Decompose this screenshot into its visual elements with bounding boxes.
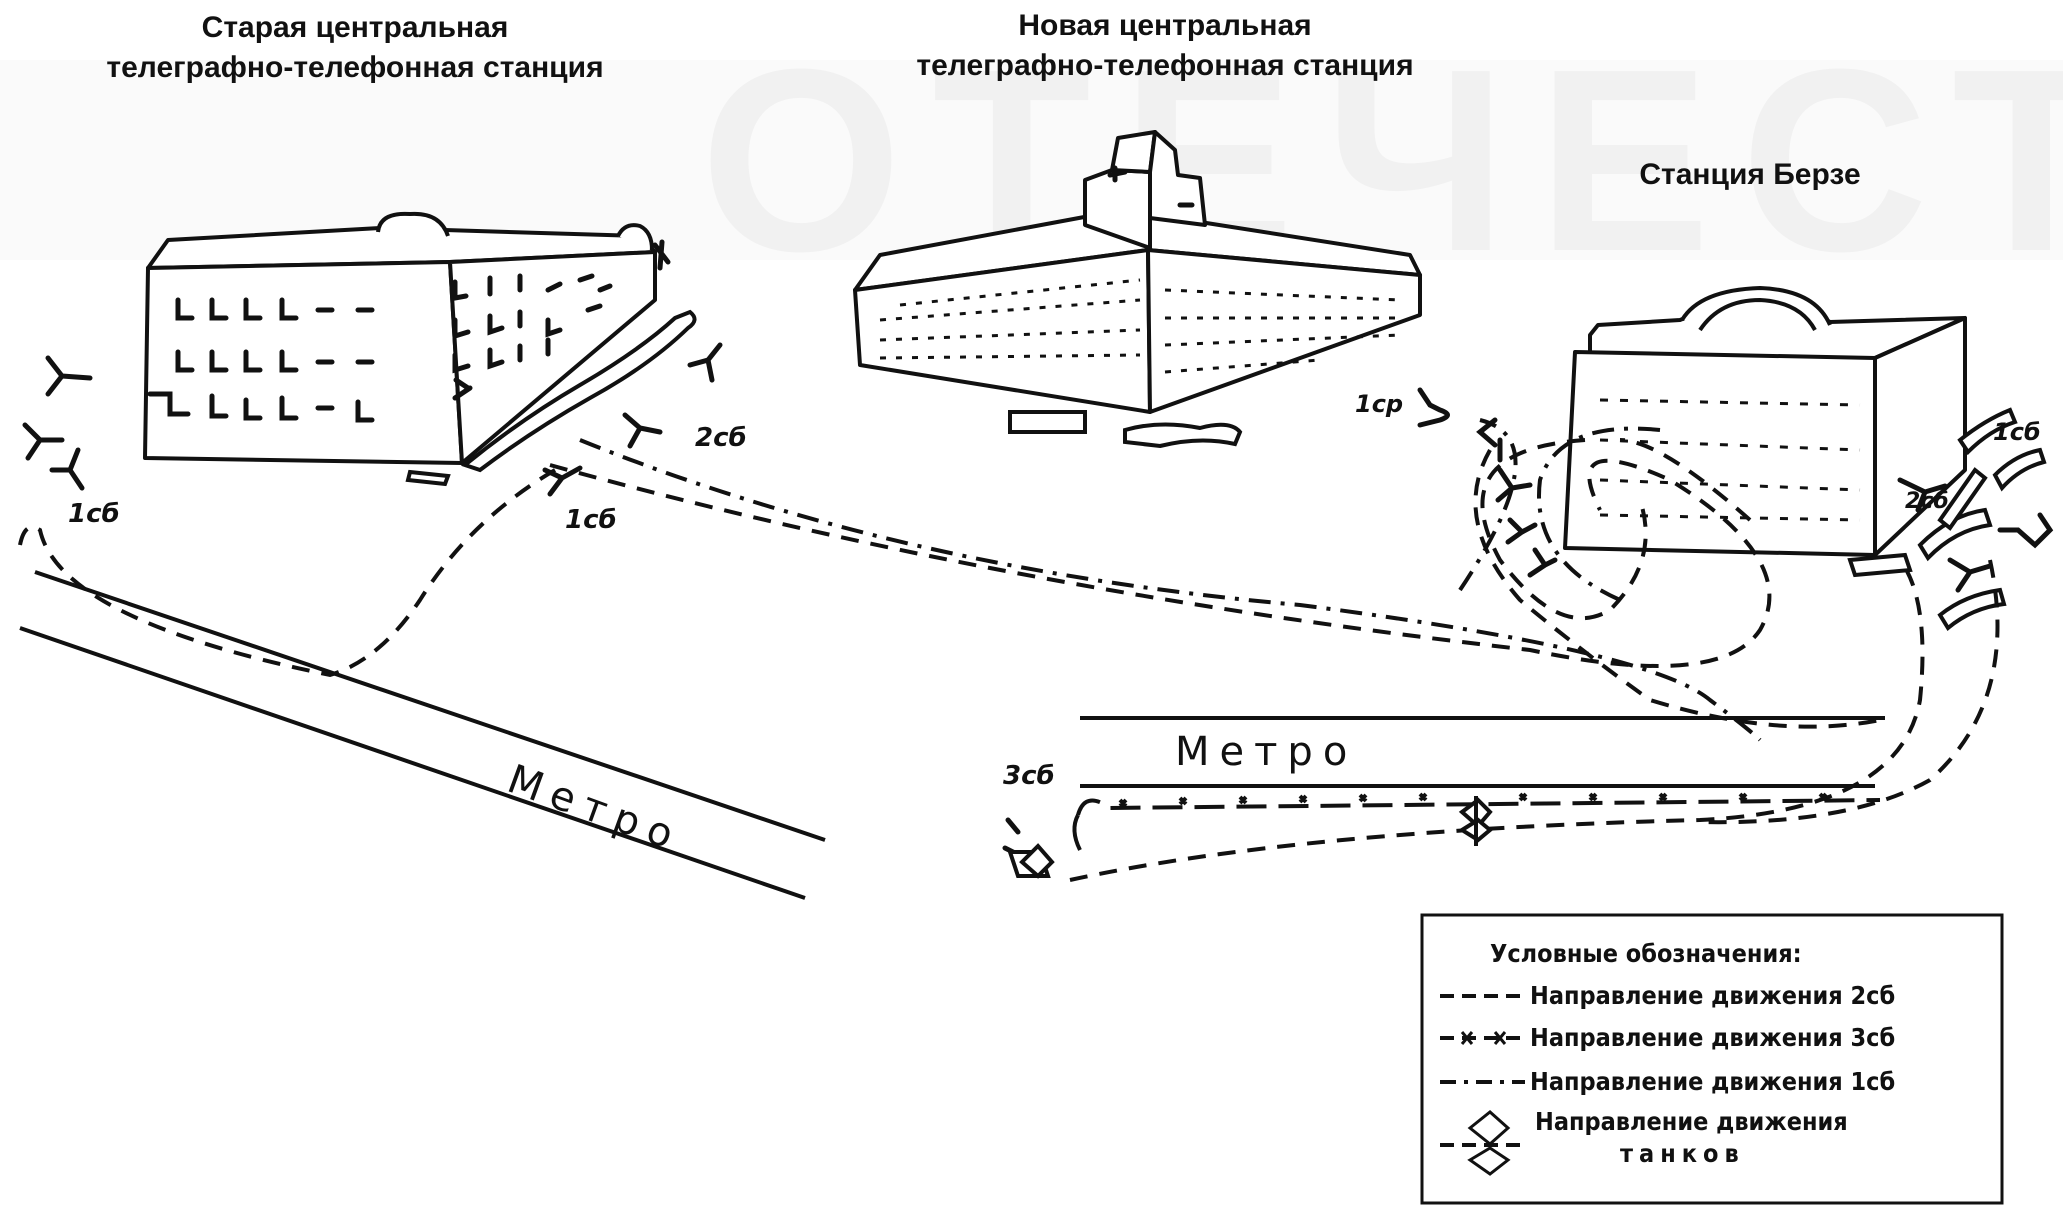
- route-1sb: [579, 418, 1762, 742]
- route-2sb: [18, 438, 2000, 882]
- unit-markers: [22, 165, 2054, 871]
- unit-label-3sb: 3сб: [1003, 761, 1055, 791]
- background-ghost-lettering: ОТЕЧЕСТВ: [0, 16, 2063, 306]
- unit-label-2sb-berze: 2сб: [1905, 489, 1949, 514]
- route-3sb: [1072, 792, 1881, 851]
- new-station-building: [853, 130, 1422, 414]
- berze-station-building: [1563, 286, 1967, 557]
- metro-right: [1080, 716, 1885, 788]
- old-station-windows: [147, 273, 613, 423]
- legend-swatch-3sb: [1440, 1031, 1525, 1045]
- new-station-windows: [879, 278, 1401, 374]
- tank-markers: [1007, 796, 1494, 879]
- old-station-building: [143, 211, 657, 465]
- title-new-station-line2: телеграфно-телефонная станция: [916, 49, 1414, 82]
- legend-item-tanks-line2: танков: [1620, 1139, 1745, 1168]
- legend-item-3sb: Направление движения 3сб: [1530, 1023, 1895, 1052]
- legend-item-tanks-line1: Направление движения: [1535, 1107, 1848, 1136]
- new-station-barricades: [1008, 410, 1243, 449]
- metro-left: [19, 570, 826, 900]
- title-old-station-line2: телеграфно-телефонная станция: [106, 51, 604, 84]
- title-old-station-line1: Старая центральная: [201, 11, 509, 44]
- berze-barricades: [1847, 407, 2047, 632]
- unit-label-1sb-far-left: 1сб: [68, 499, 120, 529]
- unit-label-1sb-near-old: 1сб: [565, 505, 617, 535]
- unit-label-2sb-old: 2сб: [695, 423, 747, 453]
- title-new-station: Новая центральная телеграфно-телефонная …: [840, 6, 1490, 86]
- old-station-barricade: [405, 309, 697, 487]
- title-berze-station: Станция Берзе: [1560, 155, 1940, 195]
- legend-item-1sb: Направление движения 1сб: [1530, 1067, 1895, 1096]
- legend: Условные обозначения: Направление движен…: [1420, 913, 2004, 1205]
- legend-swatch-tanks: [1440, 1110, 1525, 1176]
- metro-left-label: Метро: [502, 756, 689, 862]
- title-berze-station-line1: Станция Берзе: [1639, 158, 1861, 191]
- unit-label-1sr: 1ср: [1355, 390, 1403, 418]
- unit-label-1sb-berze: 1сб: [1993, 418, 2041, 446]
- title-new-station-line1: Новая центральная: [1018, 9, 1312, 42]
- legend-title: Условные обозначения:: [1490, 939, 1802, 968]
- legend-item-2sb: Направление движения 2сб: [1530, 981, 1895, 1010]
- legend-frame: [1420, 913, 2004, 1205]
- title-old-station: Старая центральная телеграфно-телефонная…: [30, 8, 680, 88]
- metro-right-label: Метро: [1175, 729, 1357, 775]
